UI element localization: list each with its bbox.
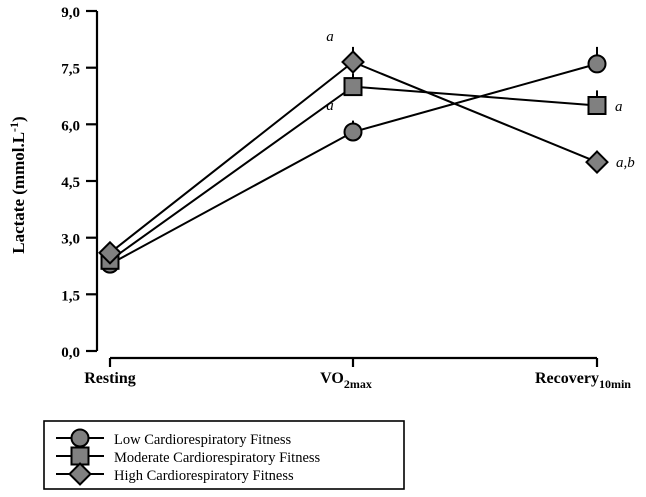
legend: Low Cardiorespiratory Fitness Moderate C… [43, 420, 405, 490]
annotation-moderate-vo2max: a [326, 98, 334, 114]
legend-label-high: High Cardiorespiratory Fitness [114, 468, 294, 484]
annotation-high-recovery: a,b [616, 155, 635, 171]
marker-moderate-vo2max [343, 77, 363, 97]
x-tick-label-recovery-sub: 10min [599, 377, 631, 391]
y-tick-label-7-5: 7,5 [61, 62, 80, 78]
x-tick-label-resting-main: Resting [84, 370, 136, 387]
y-axis: 9,0 7,5 6,0 4,5 3,0 1,5 0,0 Lactate (mmo… [7, 5, 99, 361]
legend-marker-square-icon [70, 446, 90, 466]
y-axis-title-tail: ) [9, 116, 28, 122]
annotation-moderate-recovery: a [615, 99, 623, 115]
y-axis-title-sup: -1 [7, 122, 21, 132]
y-axis-title-main: Lactate (mmol.L [9, 132, 28, 254]
y-axis-title: Lactate (mmol.L-1) [7, 116, 28, 253]
x-tick-label-resting: Resting [84, 370, 136, 387]
legend-item-moderate[interactable]: Moderate Cardiorespiratory Fitness [56, 446, 321, 467]
legend-label-low: Low Cardiorespiratory Fitness [114, 432, 292, 448]
y-tick-label-3-0: 3,0 [61, 232, 80, 248]
legend-marker-diamond-icon [68, 462, 92, 486]
x-tick-label-vo2max: VO2max [320, 370, 372, 391]
legend-label-moderate: Moderate Cardiorespiratory Fitness [114, 450, 321, 466]
significance-annotations: a a a a,b [326, 29, 635, 171]
marker-moderate-recovery [587, 96, 607, 115]
y-tick-label-1-5: 1,5 [61, 288, 80, 304]
marker-low-recovery [587, 54, 607, 74]
marker-low-vo2max [343, 122, 363, 142]
y-tick-label-4-5: 4,5 [61, 175, 80, 191]
y-tick-label-0-0: 0,0 [61, 345, 80, 361]
marker-high-resting [98, 240, 122, 265]
marker-high-vo2max [341, 50, 365, 74]
legend-item-high[interactable]: High Cardiorespiratory Fitness [56, 462, 294, 486]
x-tick-label-recovery: Recovery10min [535, 370, 631, 391]
legend-box [43, 420, 405, 490]
x-axis: Resting VO2max Recovery10min [84, 356, 631, 391]
annotation-high-vo2max: a [326, 29, 334, 45]
marker-high-recovery [585, 150, 609, 175]
series-line-moderate [109, 85, 598, 262]
x-tick-label-vo2max-sub: 2max [344, 377, 372, 391]
y-tick-label-9-0: 9,0 [61, 5, 80, 21]
x-tick-label-recovery-main: Recovery [535, 370, 599, 387]
x-tick-label-vo2max-main: VO [320, 370, 344, 387]
y-tick-label-6-0: 6,0 [61, 118, 80, 134]
markers [98, 50, 609, 274]
y-axis-title-text: Lactate (mmol.L-1) [7, 116, 28, 253]
legend-item-low[interactable]: Low Cardiorespiratory Fitness [56, 428, 292, 449]
legend-marker-circle-icon [70, 428, 90, 448]
